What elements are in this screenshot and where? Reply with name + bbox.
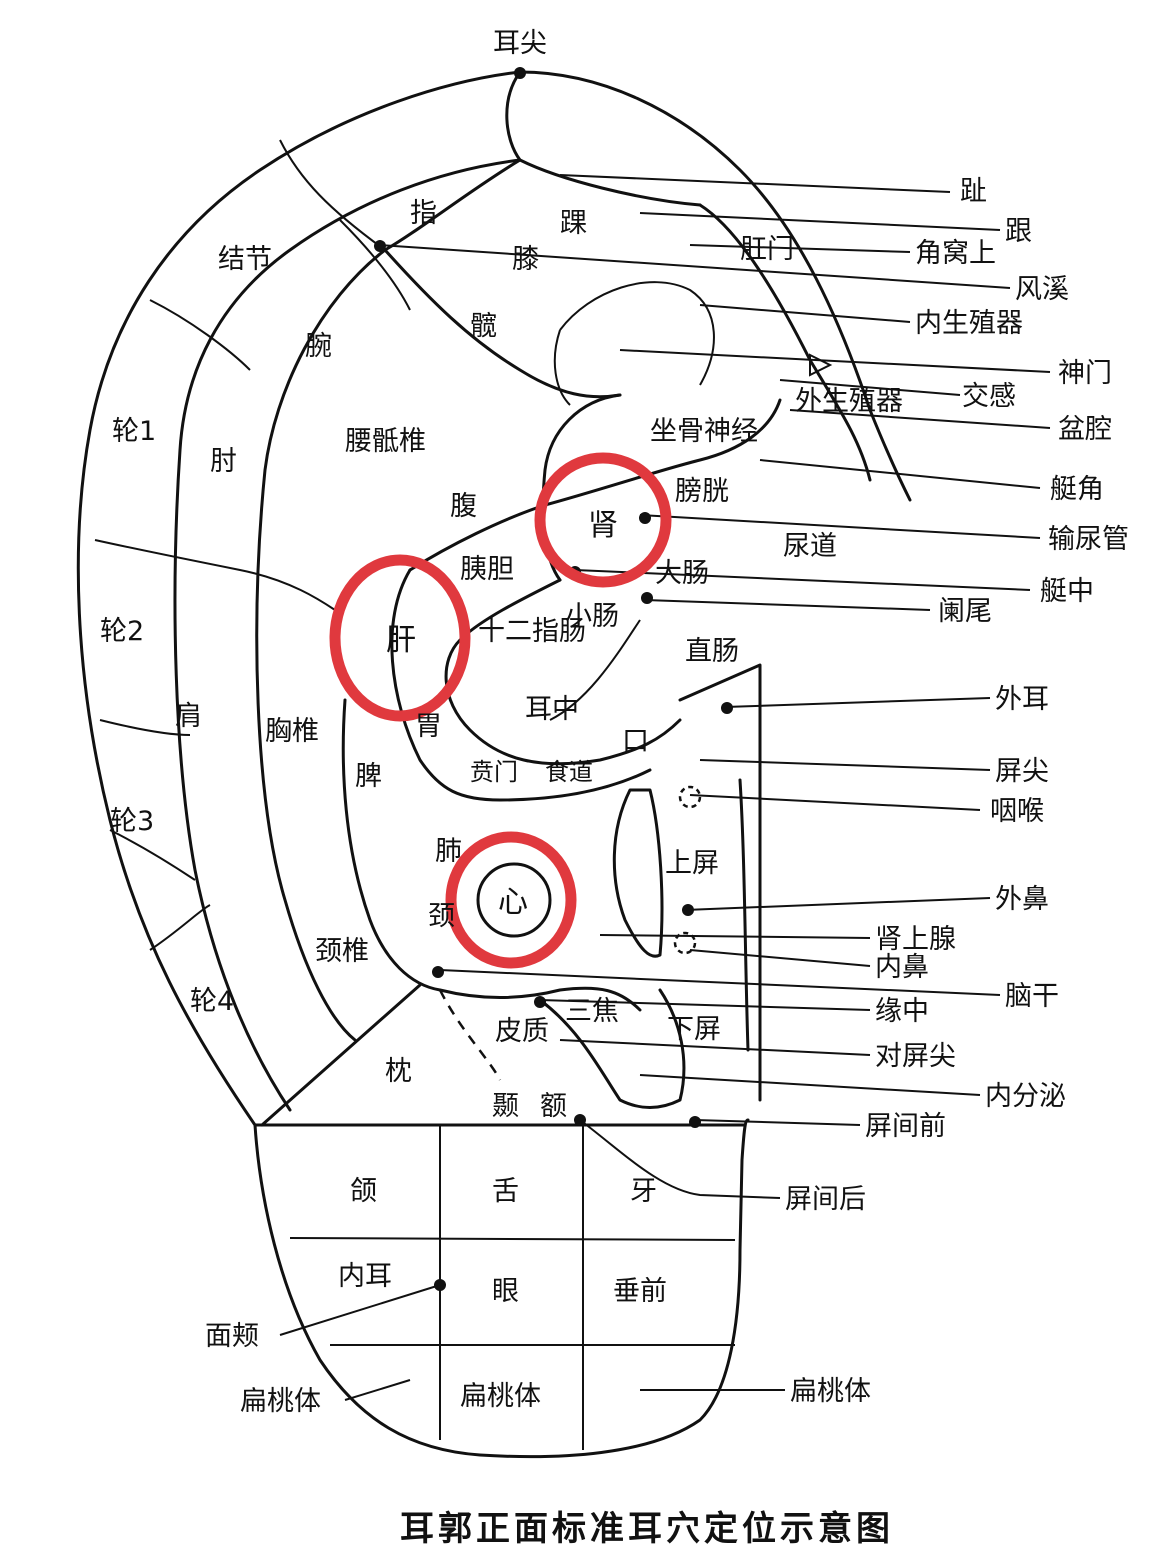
label-anterior-notch: 屏间前 — [865, 1111, 946, 1142]
label-jaw: 颌 — [350, 1176, 377, 1207]
label-internal-nose: 内鼻 — [875, 952, 929, 983]
label-endocrine: 内分泌 — [985, 1081, 1066, 1112]
ear-outline — [76, 70, 912, 1459]
label-shenmen: 神门 — [1058, 358, 1112, 389]
label-kidney: 肾 — [588, 508, 618, 543]
label-helix-2: 轮2 — [100, 616, 144, 647]
lobule-labels: 颌 舌 牙 内耳 眼 垂前 扁桃体 — [338, 1176, 667, 1412]
label-sciatic: 坐骨神经 — [650, 416, 758, 447]
label-liver: 肝 — [386, 623, 416, 658]
label-eye: 眼 — [492, 1276, 519, 1307]
label-large-intestine: 大肠 — [655, 558, 709, 589]
label-heel: 跟 — [1005, 216, 1032, 247]
label-lung: 肺 — [435, 836, 462, 867]
label-external-nose: 外鼻 — [995, 884, 1049, 915]
label-upper-fossa: 角窝上 — [915, 238, 996, 269]
label-teeth: 牙 — [630, 1176, 657, 1207]
label-inner-ear: 内耳 — [338, 1261, 392, 1292]
label-posterior-notch: 屏间后 — [785, 1184, 866, 1215]
label-knee: 膝 — [512, 244, 539, 275]
label-pancreas: 胰胆 — [460, 554, 514, 585]
label-heart: 心 — [498, 885, 528, 920]
label-cymba-angle: 艇角 — [1050, 474, 1104, 505]
label-tonsil-left: 扁桃体 — [240, 1386, 321, 1417]
label-adrenal: 肾上腺 — [875, 924, 956, 955]
label-tongue: 舌 — [492, 1176, 519, 1207]
label-tonsil-middle: 扁桃体 — [460, 1381, 541, 1412]
label-wrist: 腕 — [305, 331, 332, 362]
label-anus: 肛门 — [740, 234, 794, 265]
label-toe: 趾 — [960, 176, 987, 207]
label-duodenum: 十二指肠 — [478, 616, 586, 647]
caption: 耳郭正面标准耳穴定位示意图 — [400, 1509, 894, 1549]
label-ear-center: 耳中 — [525, 694, 579, 725]
label-cortex: 皮质 — [495, 1016, 549, 1047]
highlight-ring-heart — [445, 831, 577, 969]
label-cardia: 贲门 — [470, 758, 518, 786]
label-finger: 指 — [410, 198, 437, 229]
label-cervical: 颈椎 — [315, 936, 369, 967]
label-elbow: 肘 — [210, 446, 237, 477]
label-central-rim: 缘中 — [875, 996, 929, 1027]
label-lumbosacral: 腰骶椎 — [345, 426, 426, 457]
label-helix-3: 轮3 — [110, 806, 154, 837]
label-ureter: 输尿管 — [1048, 524, 1129, 555]
label-brainstem: 脑干 — [1005, 981, 1059, 1012]
label-forehead: 额 — [540, 1091, 567, 1122]
label-throat: 咽喉 — [990, 796, 1044, 827]
label-tonsil-right: 扁桃体 — [790, 1376, 871, 1407]
label-stomach: 胃 — [415, 711, 442, 742]
highlight-rings — [329, 452, 672, 969]
label-small-intestine: 小肠 — [565, 601, 619, 632]
label-sympathetic: 交感 — [962, 381, 1016, 412]
label-temple: 颞 — [492, 1091, 519, 1122]
label-neck: 颈 — [428, 901, 455, 932]
label-helix-4: 轮4 — [190, 986, 234, 1017]
label-ankle: 踝 — [560, 208, 587, 239]
label-abdomen: 腹 — [450, 491, 477, 522]
label-esophagus: 食道 — [545, 758, 593, 786]
label-urethra: 尿道 — [783, 531, 837, 562]
label-external-ear: 外耳 — [995, 684, 1049, 715]
interior-labels: 结节 指 踝 膝 髋 腕 轮1 肘 腰骶椎 腹 胰胆 肝 肾 膀胱 大肠 小肠 … — [100, 198, 903, 1122]
label-pelvis: 盆腔 — [1058, 414, 1112, 445]
label-antitragus-apex: 对屏尖 — [875, 1041, 956, 1072]
label-cymba-center: 艇中 — [1040, 576, 1094, 607]
highlight-ring-kidney — [534, 452, 672, 588]
highlight-ring-liver — [329, 554, 471, 722]
label-internal-genitals: 内生殖器 — [915, 308, 1023, 339]
label-lower-tragus: 下屏 — [667, 1014, 721, 1045]
label-anterior-lobe: 垂前 — [613, 1276, 667, 1307]
label-helix-1: 轮1 — [112, 416, 156, 447]
label-bladder: 膀胱 — [675, 476, 729, 507]
label-rectum: 直肠 — [685, 636, 739, 667]
label-thoracic: 胸椎 — [265, 716, 319, 747]
label-mouth: 口 — [622, 726, 649, 757]
label-node: 结节 — [218, 244, 272, 275]
label-erjian: 耳尖 — [493, 28, 547, 59]
label-triple-burner: 三焦 — [565, 996, 619, 1027]
label-shoulder: 肩 — [175, 701, 202, 732]
label-spleen: 脾 — [355, 761, 382, 792]
label-wind-stream: 风溪 — [1015, 274, 1069, 305]
point-dots — [374, 67, 833, 1291]
leader-lines — [279, 174, 1051, 1401]
label-tragus-apex: 屏尖 — [995, 756, 1049, 787]
label-upper-tragus: 上屏 — [665, 848, 719, 879]
label-cheek: 面颊 — [205, 1321, 259, 1352]
label-hip: 髋 — [470, 311, 497, 342]
label-external-genitals: 外生殖器 — [795, 386, 903, 417]
label-occiput: 枕 — [385, 1056, 412, 1087]
right-labels: 耳尖 趾 跟 肛门 角窝上 风溪 内生殖器 神门 交感 盆腔 艇角 输尿管 艇中… — [205, 28, 1129, 1417]
label-appendix: 阑尾 — [938, 596, 992, 627]
